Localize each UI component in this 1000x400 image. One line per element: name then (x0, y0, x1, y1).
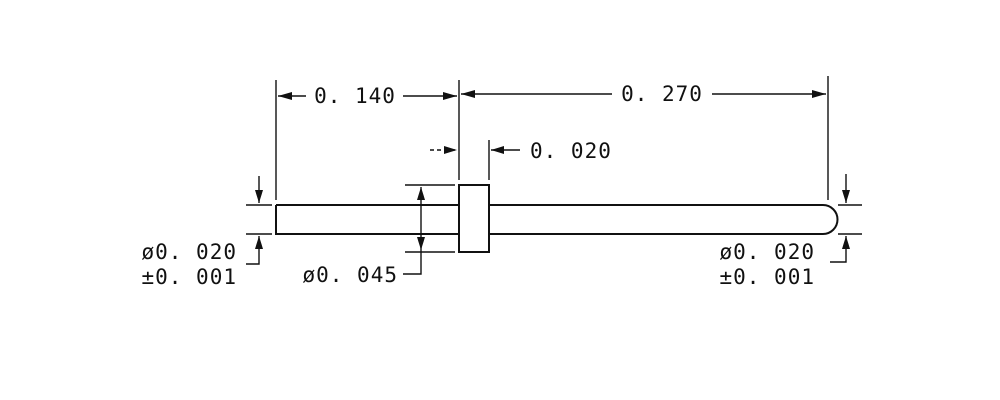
dim-collar-diameter: ø0. 045 (302, 187, 425, 287)
left-shaft (275, 204, 459, 235)
collar-width-label: 0. 020 (530, 139, 612, 163)
right-length-label: 0. 270 (621, 82, 703, 106)
right-diameter-line2: ±0. 001 (719, 265, 815, 289)
left-diameter-line2: ±0. 001 (141, 265, 237, 289)
dim-right-diameter: ø0. 020 ±0. 001 (719, 174, 850, 289)
dim-left-length: 0. 140 (278, 84, 457, 108)
pin-body (275, 184, 839, 253)
right-shaft (489, 204, 839, 235)
collar (458, 184, 490, 253)
right-diameter-line1: ø0. 020 (719, 240, 815, 264)
dim-collar-width: 0. 020 (430, 139, 612, 163)
dim-left-diameter: ø0. 020 ±0. 001 (141, 176, 263, 289)
left-length-label: 0. 140 (314, 84, 396, 108)
extension-lines (246, 76, 862, 253)
collar-diameter-label: ø0. 045 (302, 263, 398, 287)
dim-right-length: 0. 270 (461, 82, 826, 106)
left-diameter-line1: ø0. 020 (141, 240, 237, 264)
